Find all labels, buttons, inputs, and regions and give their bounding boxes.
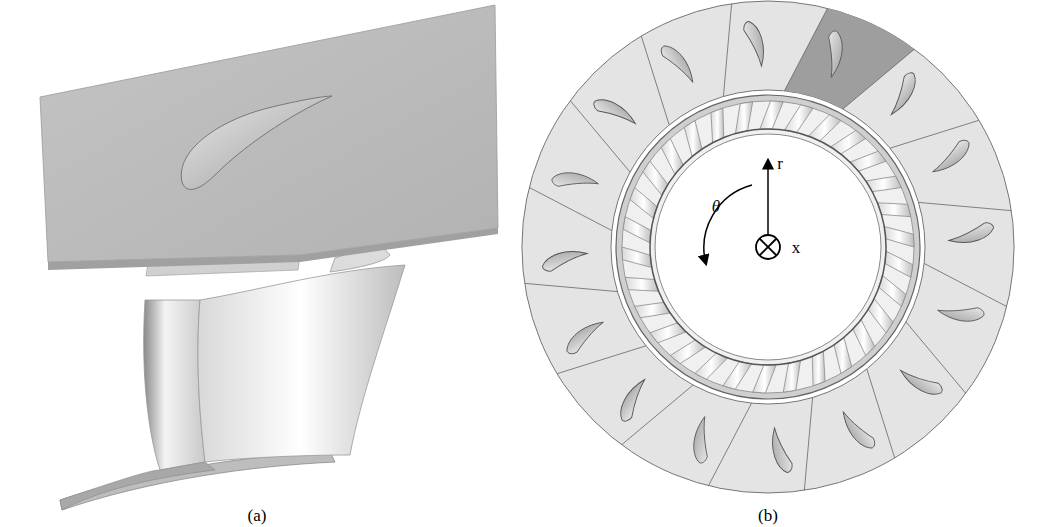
rotor-blade: [760, 101, 783, 129]
axis-label: x: [792, 239, 801, 256]
rotor-blade: [630, 188, 657, 219]
stator-vane: [938, 308, 985, 322]
stator-vane: [764, 427, 795, 475]
rotor-blade: [808, 115, 841, 141]
periodic-boundary: [525, 283, 618, 291]
rotor-blade: [784, 105, 813, 133]
rotor-blade: [885, 251, 913, 277]
stator-ring: [522, 1, 1014, 493]
periodic-boundary: [924, 263, 1007, 306]
rotor-blade: [735, 102, 752, 134]
subfigure-label: (a): [248, 507, 267, 524]
stator-vane: [658, 42, 701, 84]
rotor-shroud: [616, 95, 920, 399]
stator-vane: [835, 410, 878, 452]
periodic-boundary: [919, 202, 1012, 210]
rotor-blade: [879, 276, 906, 307]
highlighted-sector: [784, 8, 914, 109]
coordinate-axes: [704, 160, 780, 264]
subfigure-label: (b): [758, 507, 778, 524]
stator-vane: [829, 31, 843, 78]
stator-vane: [563, 314, 605, 357]
rotor-blade: [695, 353, 728, 379]
rotor-blade: [623, 217, 651, 243]
stator-vane: [617, 375, 647, 423]
stator-vane: [896, 368, 944, 398]
rotor-passage: [622, 101, 914, 393]
stator-vane: [552, 172, 599, 186]
axis-label: θ: [712, 198, 720, 215]
periodic-boundary: [708, 403, 751, 486]
periodic-boundary: [784, 8, 827, 91]
stage-3d-view: [40, 5, 498, 510]
stator-vane: [889, 71, 919, 119]
stator-vane: [948, 220, 996, 251]
turbine-annulus: [522, 1, 1014, 493]
rotor-blade: [723, 361, 752, 389]
periodic-boundary: [804, 398, 812, 491]
hub-ring: [650, 129, 886, 365]
stator-vane: [540, 243, 588, 274]
rotor-blade: [783, 360, 800, 392]
periodic-boundary: [529, 187, 612, 230]
axis-label: r: [777, 155, 783, 172]
stator-vane: [741, 19, 772, 67]
stator-vane: [693, 417, 707, 464]
periodic-boundary: [723, 4, 731, 97]
rotor-blade: [625, 277, 658, 291]
hub-bore: [655, 134, 881, 360]
rotor-blade: [884, 227, 914, 247]
stator-vane: [592, 96, 640, 126]
rotor-blade: [877, 203, 910, 217]
rotor-blade: [753, 365, 776, 393]
rotor-blade: [622, 247, 652, 267]
stator-vane: [931, 137, 973, 180]
